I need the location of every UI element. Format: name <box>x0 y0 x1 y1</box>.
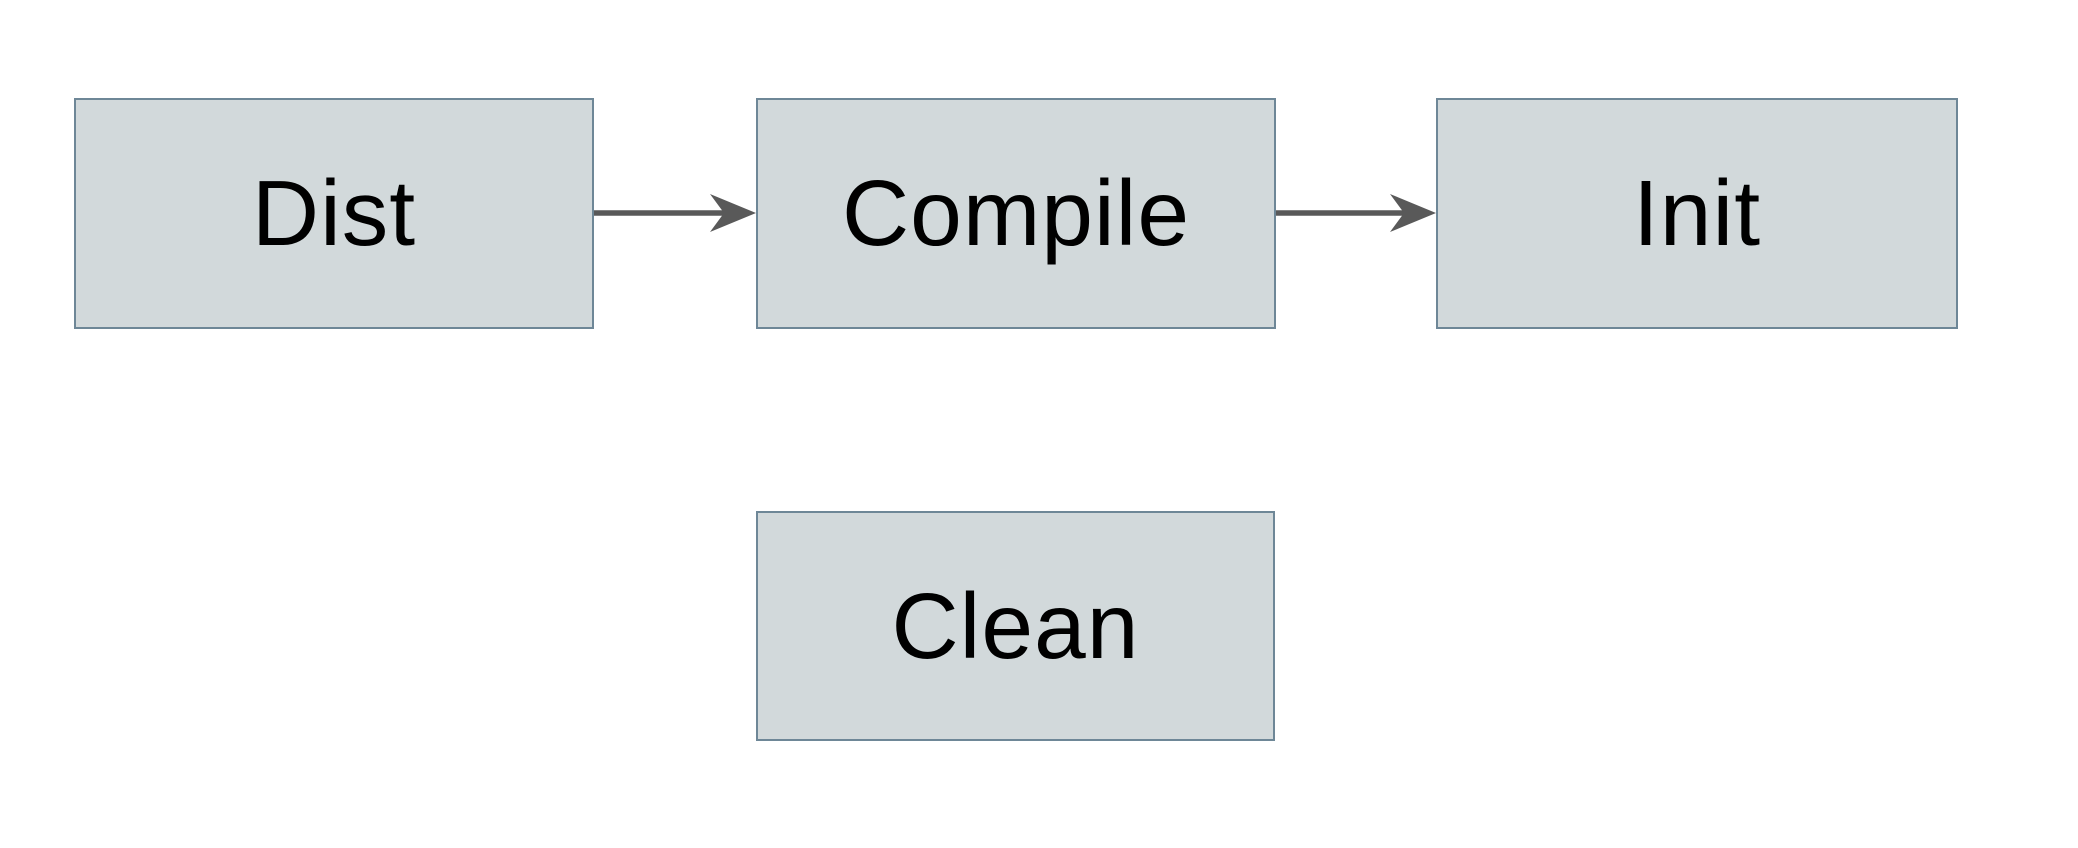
node-clean-label: Clean <box>891 573 1140 678</box>
edge-compile-to-init[interactable] <box>1276 191 1436 235</box>
node-clean[interactable]: Clean <box>756 511 1275 741</box>
arrowhead-right-icon <box>1390 194 1436 232</box>
node-dist-label: Dist <box>251 161 417 265</box>
arrowhead-right-icon <box>710 194 756 232</box>
node-init[interactable]: Init <box>1436 98 1958 329</box>
node-compile[interactable]: Compile <box>756 98 1276 329</box>
node-compile-label: Compile <box>841 161 1191 265</box>
edge-dist-to-compile[interactable] <box>594 191 756 235</box>
node-dist[interactable]: Dist <box>74 98 594 329</box>
node-init-label: Init <box>1632 161 1762 265</box>
